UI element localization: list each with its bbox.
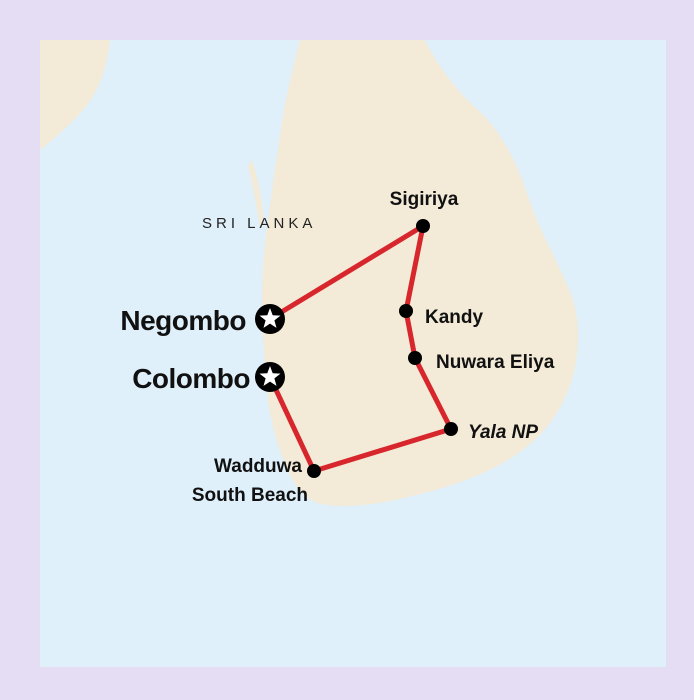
- kandy-label: Kandy: [425, 307, 484, 328]
- nuwara-eliya-dot-icon[interactable]: [408, 351, 422, 365]
- sigiriya-label: Sigiriya: [390, 189, 459, 210]
- sri-lanka-landmass: [262, 40, 579, 506]
- sigiriya-dot-icon[interactable]: [416, 219, 430, 233]
- colombo-star-icon[interactable]: [255, 362, 285, 392]
- stops-layer: [255, 219, 458, 478]
- nuwara-eliya-label: Nuwara Eliya: [436, 352, 555, 373]
- negombo-star-icon[interactable]: [255, 304, 285, 334]
- yala-dot-icon[interactable]: [444, 422, 458, 436]
- wadduwa-dot-icon[interactable]: [307, 464, 321, 478]
- mannar-island: [248, 160, 264, 228]
- wadduwa-label-line1: Wadduwa: [214, 456, 302, 477]
- yala-label: Yala NP: [468, 422, 538, 443]
- country-label: SRI LANKA: [202, 215, 316, 232]
- india-landmass: [40, 40, 110, 150]
- colombo-label: Colombo: [132, 363, 250, 394]
- kandy-dot-icon[interactable]: [399, 304, 413, 318]
- negombo-label: Negombo: [120, 305, 246, 336]
- wadduwa-label-line2: South Beach: [192, 485, 308, 506]
